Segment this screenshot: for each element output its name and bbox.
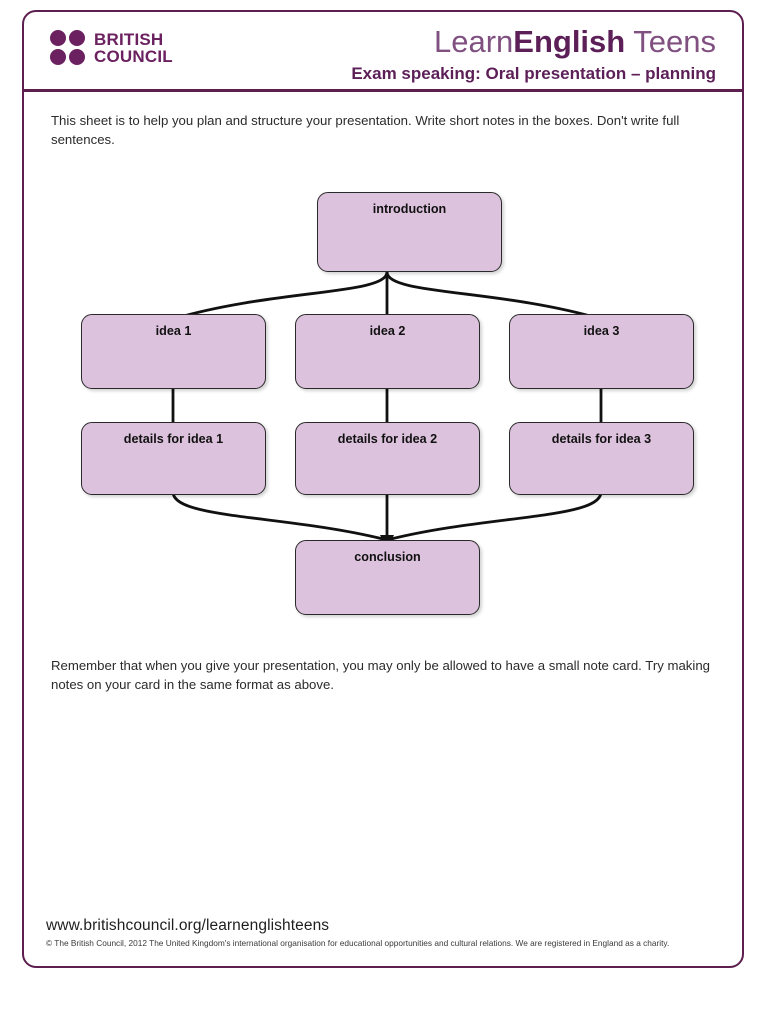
page-header: BRITISH COUNCIL LearnEnglish Teens Exam … <box>24 12 742 92</box>
node-details-3-label: details for idea 3 <box>551 432 652 446</box>
node-introduction[interactable]: introduction <box>317 192 502 272</box>
logo-dot-3 <box>50 49 66 65</box>
node-conclusion[interactable]: conclusion <box>295 540 480 615</box>
node-idea-2-label: idea 2 <box>369 324 406 338</box>
logo-dot-4 <box>69 49 85 65</box>
node-details-2[interactable]: details for idea 2 <box>295 422 480 495</box>
intro-instructions: This sheet is to help you plan and struc… <box>51 113 680 147</box>
connector-intro-to-idea1 <box>171 270 389 321</box>
node-idea-3[interactable]: idea 3 <box>509 314 694 389</box>
british-council-dots-icon <box>50 30 85 65</box>
connector-intro-to-idea3 <box>385 270 603 321</box>
connector-details1-to-conclusion <box>171 490 385 541</box>
node-details-2-label: details for idea 2 <box>337 432 438 446</box>
brand-teens: Teens <box>625 24 716 59</box>
node-details-1-label: details for idea 1 <box>123 432 224 446</box>
page-footer: www.britishcouncil.org/learnenglishteens… <box>46 917 716 948</box>
british-council-wordmark: BRITISH COUNCIL <box>94 31 173 65</box>
note-card-instructions: Remember that when you give your present… <box>51 658 710 692</box>
logo-dot-1 <box>50 30 66 46</box>
node-conclusion-label: conclusion <box>354 550 421 564</box>
presentation-plan-diagram: introduction idea 1 idea 2 idea 3 detail… <box>24 167 742 617</box>
node-idea-1-label: idea 1 <box>155 324 192 338</box>
logo-line-british: BRITISH <box>94 29 164 49</box>
node-details-3[interactable]: details for idea 3 <box>509 422 694 495</box>
diagram-connectors <box>171 270 603 550</box>
learnenglish-teens-brand: LearnEnglish Teens <box>434 26 716 57</box>
node-introduction-label: introduction <box>372 202 447 216</box>
brand-english: English <box>513 24 626 59</box>
footer-website-url[interactable]: www.britishcouncil.org/learnenglishteens <box>46 917 330 934</box>
brand-learn: Learn <box>433 24 514 59</box>
logo-line-council: COUNCIL <box>94 46 173 66</box>
page-title: Exam speaking: Oral presentation – plann… <box>351 64 716 83</box>
worksheet-page: BRITISH COUNCIL LearnEnglish Teens Exam … <box>22 10 744 968</box>
node-idea-1[interactable]: idea 1 <box>81 314 266 389</box>
node-idea-3-label: idea 3 <box>583 324 620 338</box>
british-council-logo: BRITISH COUNCIL <box>50 30 173 65</box>
node-details-1[interactable]: details for idea 1 <box>81 422 266 495</box>
logo-dot-2 <box>69 30 85 46</box>
footer-copyright: © The British Council, 2012 The United K… <box>46 938 670 948</box>
connector-details3-to-conclusion <box>389 490 603 541</box>
node-idea-2[interactable]: idea 2 <box>295 314 480 389</box>
